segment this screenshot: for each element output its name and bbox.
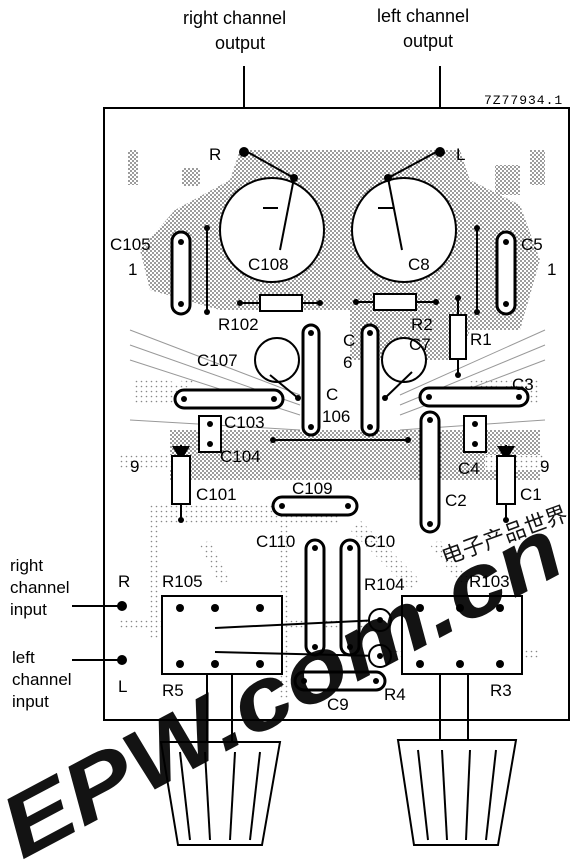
label-R-input: R (118, 572, 130, 591)
label-9-right: 9 (540, 457, 549, 476)
potentiometer-right-channel (161, 595, 381, 675)
label-r1: R1 (470, 330, 492, 349)
label-r103: R103 (469, 572, 510, 591)
capacitor-c8 (351, 149, 457, 283)
knob-left (396, 674, 518, 846)
capacitor-c108 (219, 149, 325, 283)
label-L-input: L (118, 677, 127, 696)
right-output-label-line2: output (215, 33, 265, 53)
left-output-label-line2: output (403, 31, 453, 51)
component-labels: R L C105 1 C5 1 C108 C8 R102 R2 R1 C107 … (110, 145, 556, 714)
left-input-label-line3: input (12, 692, 49, 711)
resistor-r2 (353, 293, 439, 311)
label-c108: C108 (248, 255, 289, 274)
left-input-label-line2: channel (12, 670, 72, 689)
label-c7: C7 (409, 335, 431, 354)
wire-link-middle (270, 437, 411, 443)
label-r105: R105 (162, 572, 203, 591)
label-L-output: L (456, 145, 465, 164)
left-output-label-line1: left channel (377, 6, 469, 26)
label-c110: C110 (256, 532, 295, 551)
label-r4: R4 (384, 685, 406, 704)
label-c5-n: 1 (547, 260, 556, 279)
label-c6-b: 6 (343, 353, 352, 372)
label-c6-a: C (343, 331, 355, 350)
right-input-label-line3: input (10, 600, 47, 619)
capacitor-c103 (198, 415, 222, 453)
capacitor-c106 (301, 323, 321, 437)
capacitor-c9 (293, 670, 387, 692)
label-c103: C103 (224, 413, 265, 432)
right-input-label-line1: right (10, 556, 43, 575)
label-c4: C4 (458, 459, 480, 478)
trimmer-r4 (368, 644, 392, 668)
label-c107: C107 (197, 351, 238, 370)
label-c106-a: C (326, 385, 338, 404)
right-input-label-line2: channel (10, 578, 70, 597)
label-c105-n: 1 (128, 260, 137, 279)
capacitor-c7 (381, 337, 427, 401)
capacitor-c3 (418, 386, 530, 408)
capacitor-c4 (463, 415, 487, 453)
resistor-r102 (237, 294, 323, 312)
left-input-label-line1: left (12, 648, 35, 667)
label-r2: R2 (411, 315, 433, 334)
label-r3: R3 (490, 681, 512, 700)
label-c3: C3 (512, 375, 534, 394)
label-r102: R102 (218, 315, 259, 334)
drawing-code: 7Z77934.1 (484, 93, 563, 108)
capacitor-left-horizontal (173, 388, 285, 410)
capacitor-c5 (474, 225, 517, 316)
potentiometer-left-channel (401, 595, 523, 675)
label-c1: C1 (520, 485, 542, 504)
capacitor-c1 (496, 445, 516, 523)
resistor-r1 (449, 295, 467, 378)
capacitor-c107 (254, 337, 301, 401)
right-output-label-line1: right channel (183, 8, 286, 28)
capacitor-c109 (271, 495, 359, 517)
label-c105: C105 (110, 235, 151, 254)
knob-right (159, 674, 282, 846)
label-c10: C10 (364, 532, 395, 551)
label-r5: R5 (162, 681, 184, 700)
trimmer-r104 (368, 608, 392, 632)
label-9-left: 9 (130, 457, 139, 476)
label-c8: C8 (408, 255, 430, 274)
input-arrows (72, 601, 127, 665)
label-r104: R104 (364, 575, 405, 594)
label-c106-b: 106 (322, 407, 350, 426)
capacitor-c6 (360, 323, 380, 437)
label-c104: C104 (220, 447, 261, 466)
capacitor-c2 (419, 410, 441, 534)
label-c101: C101 (196, 485, 237, 504)
label-c5: C5 (521, 235, 543, 254)
label-c109: C109 (292, 479, 333, 498)
label-R-output: R (209, 145, 221, 164)
label-c2: C2 (445, 491, 467, 510)
capacitor-c101 (171, 445, 191, 523)
capacitor-c105 (170, 225, 210, 316)
label-c9: C9 (327, 695, 349, 714)
top-pads (239, 147, 445, 157)
